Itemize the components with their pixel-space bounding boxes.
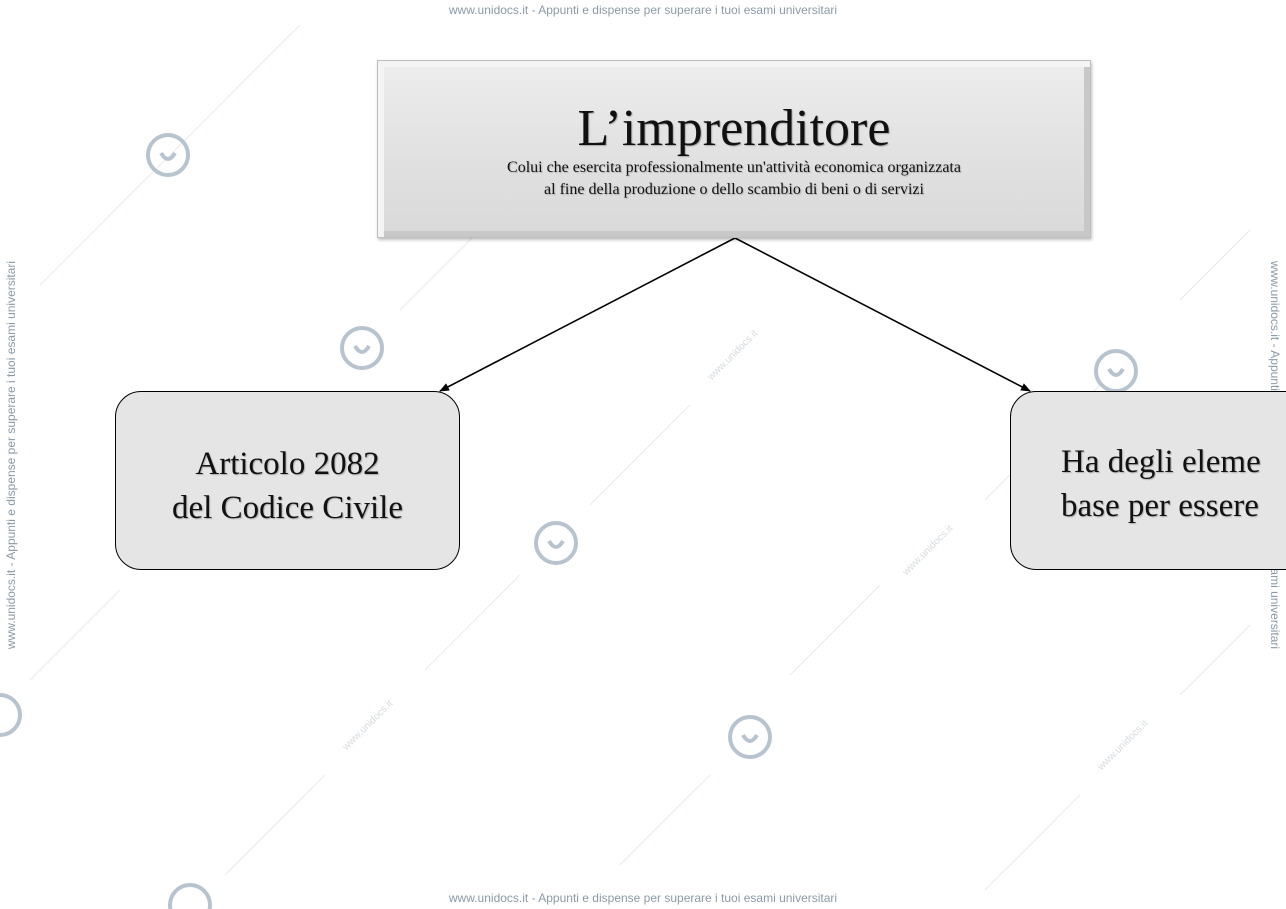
right-child-line-2: base per essere	[1061, 488, 1259, 524]
connector-arrow-left	[439, 237, 736, 392]
left-child-line-1: Articolo 2082	[195, 446, 380, 482]
root-description-line-2: al fine della produzione o dello scambio…	[544, 181, 924, 198]
right-child-node: Ha degli eleme base per essere	[1010, 391, 1286, 570]
connector-arrow-right	[734, 237, 1031, 392]
root-node: L’imprenditore Colui che esercita profes…	[377, 60, 1091, 238]
left-child-node: Articolo 2082 del Codice Civile	[115, 391, 460, 570]
right-child-line-1: Ha degli eleme	[1061, 444, 1261, 480]
root-description-line-1: Colui che esercita professionalmente un'…	[507, 159, 961, 176]
root-title: L’imprenditore	[577, 100, 891, 157]
left-child-line-2: del Codice Civile	[172, 490, 403, 526]
